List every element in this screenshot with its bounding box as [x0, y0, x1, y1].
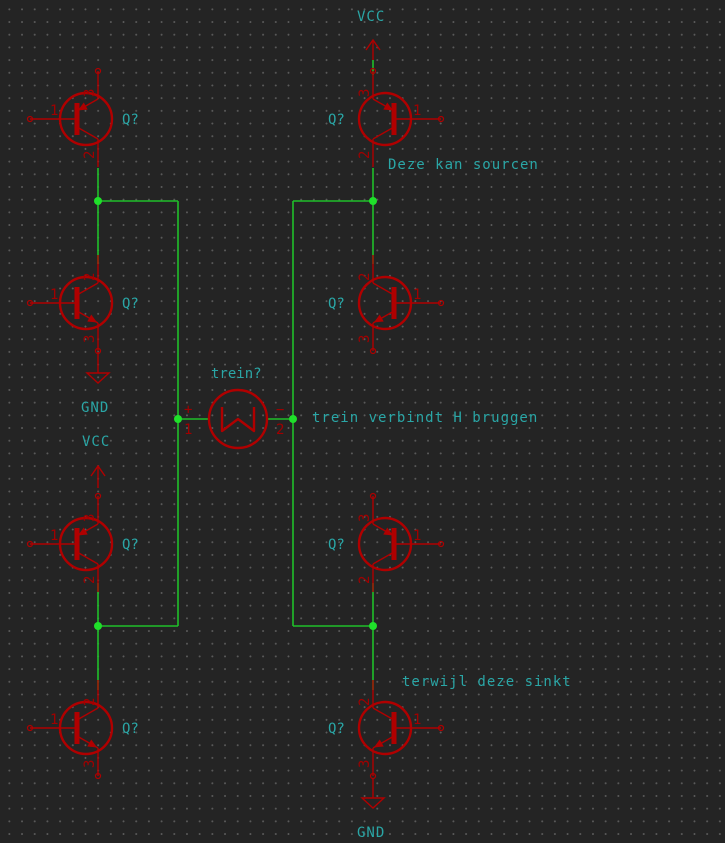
vcc-symbol-top[interactable]: VCC [357, 9, 385, 60]
transistor-ref: Q? [328, 537, 345, 553]
junction [289, 415, 297, 423]
transistor-ref: Q? [122, 537, 139, 553]
junction [174, 415, 182, 423]
base-pin-number: 1 [50, 103, 58, 119]
emitter-pin-number: 3 [82, 760, 98, 768]
emitter-pin-number: 2 [82, 151, 98, 159]
base-pin-number: 1 [413, 103, 421, 119]
base-pin-number: 1 [50, 528, 58, 544]
motor-pin1-number: 1 [184, 422, 192, 438]
transistor-right-4[interactable]: 1 3 2Q? [328, 680, 445, 780]
base-pin-number: 1 [50, 712, 58, 728]
junction [369, 622, 377, 630]
base-pin-number: 1 [413, 528, 421, 544]
emitter-pin-number: 2 [357, 151, 373, 159]
base-pin-number: 1 [413, 287, 421, 303]
transistor-left-4[interactable]: 1 3 2Q? [26, 680, 139, 780]
note-sink: terwijl deze sinkt [402, 674, 572, 690]
note-bridge: trein verbindt H bruggen [312, 410, 538, 426]
base-pin-number: 1 [413, 712, 421, 728]
emitter-pin-number: 2 [82, 576, 98, 584]
collector-pin-number: 3 [357, 89, 373, 97]
motor-minus: − [276, 402, 284, 418]
transistor-right-1[interactable]: 1 3 2 Q? [328, 67, 445, 168]
junctions [94, 197, 377, 630]
vcc-symbol-left[interactable]: VCC [82, 434, 110, 488]
gnd-symbol-left[interactable]: GND [81, 352, 111, 416]
collector-pin-number: 2 [357, 273, 373, 281]
gnd-symbol-bottom[interactable]: GND [357, 778, 386, 841]
motor-ref: trein? [211, 366, 262, 382]
transistor-ref: Q? [328, 721, 345, 737]
collector-pin-number: 3 [82, 514, 98, 522]
transistor-right-2[interactable]: 1 3 2Q? [328, 255, 445, 355]
vcc-label: VCC [357, 9, 385, 25]
note-source: Deze kan sourcen [388, 157, 539, 173]
emitter-pin-number: 3 [357, 760, 373, 768]
collector-pin-number: 3 [82, 89, 98, 97]
vcc-label: VCC [82, 434, 110, 450]
transistor-right-3[interactable]: 1 3 2 Q? [328, 492, 445, 593]
collector-pin-number: 2 [82, 698, 98, 706]
wires [97, 60, 374, 690]
motor-plus: + [184, 402, 192, 418]
gnd-label: GND [357, 825, 385, 841]
junction [369, 197, 377, 205]
motor-pin2-number: 2 [276, 422, 284, 438]
transistor-left-2[interactable]: 1 3 2Q? [26, 255, 139, 355]
collector-pin-number: 3 [357, 514, 373, 522]
transistor-ref: Q? [328, 112, 345, 128]
transistor-ref: Q? [122, 721, 139, 737]
junction [94, 622, 102, 630]
emitter-pin-number: 3 [357, 335, 373, 343]
emitter-pin-number: 3 [82, 335, 98, 343]
junction [94, 197, 102, 205]
collector-pin-number: 2 [357, 698, 373, 706]
base-pin-number: 1 [50, 287, 58, 303]
transistor-ref: Q? [122, 296, 139, 312]
motor-trein[interactable]: trein? + − 1 2 [184, 366, 284, 450]
emitter-pin-number: 2 [357, 576, 373, 584]
transistor-ref: Q? [328, 296, 345, 312]
transistor-left-1[interactable]: 1 3 2 Q? [26, 67, 139, 168]
transistor-left-3[interactable]: 1 3 2 Q? [26, 492, 139, 593]
collector-pin-number: 2 [82, 273, 98, 281]
transistor-ref: Q? [122, 112, 139, 128]
gnd-label: GND [81, 400, 109, 416]
